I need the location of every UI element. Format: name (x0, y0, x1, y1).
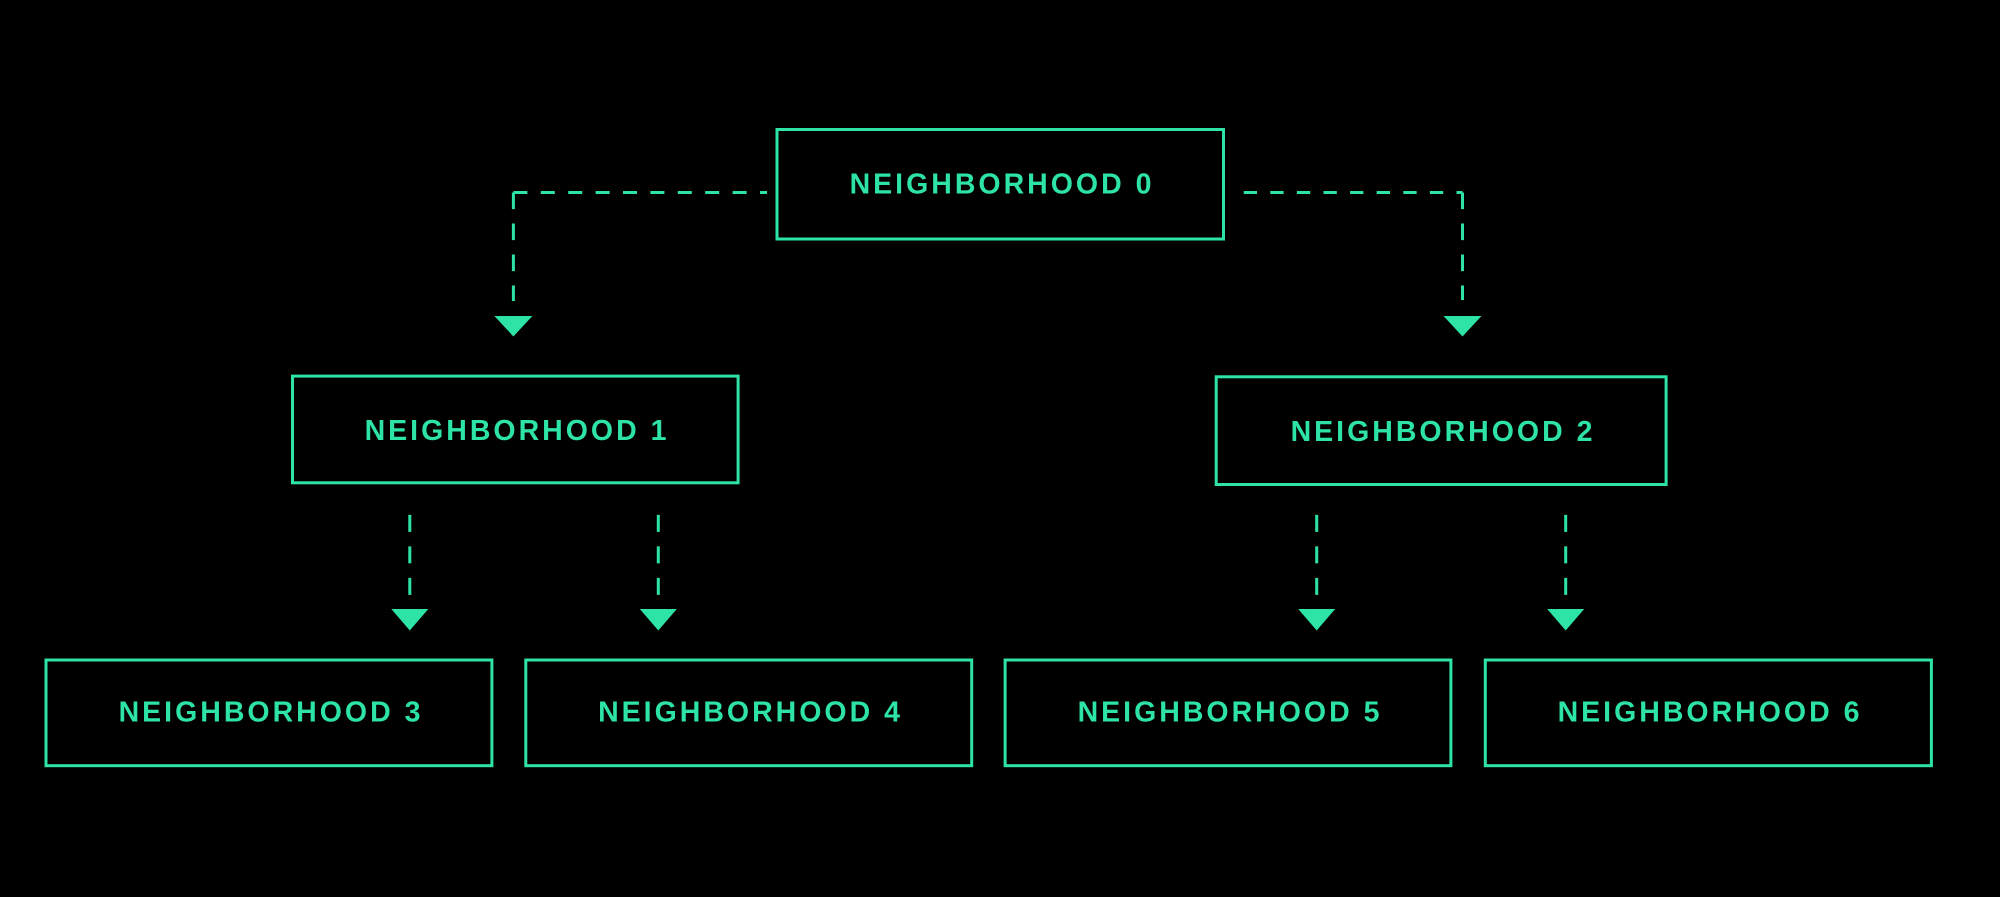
svg-text:NEIGHBORHOOD 0: NEIGHBORHOOD 0 (850, 169, 1155, 201)
svg-text:NEIGHBORHOOD 3: NEIGHBORHOOD 3 (119, 697, 424, 729)
svg-text:NEIGHBORHOOD 6: NEIGHBORHOOD 6 (1558, 697, 1863, 729)
svg-text:NEIGHBORHOOD 5: NEIGHBORHOOD 5 (1078, 697, 1383, 729)
svg-text:NEIGHBORHOOD 2: NEIGHBORHOOD 2 (1291, 416, 1596, 448)
svg-text:NEIGHBORHOOD 1: NEIGHBORHOOD 1 (365, 415, 670, 447)
svg-text:NEIGHBORHOOD 4: NEIGHBORHOOD 4 (598, 697, 903, 729)
